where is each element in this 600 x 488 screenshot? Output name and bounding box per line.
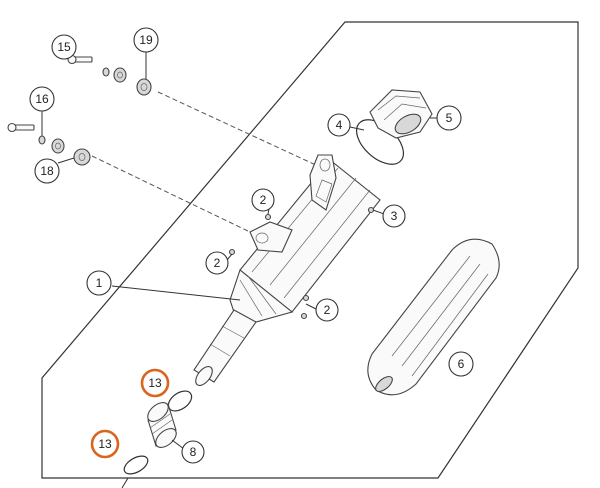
grommet-16 [51,138,65,154]
spacer-18 [73,148,91,166]
mount-hardware-upper [67,54,152,96]
screw-2-right-a [302,294,310,302]
assembly-boundary [41,21,579,479]
bolt-15 [73,56,93,63]
callout-15: 15 [51,34,77,60]
screw-2-left [228,248,236,256]
seal-ring-13-lower [123,455,149,475]
spacer-19 [136,78,152,96]
nut-15 [113,67,127,83]
svg-text:8: 8 [190,445,197,459]
silencer-assembly [193,154,381,386]
callout-8: 8 [181,440,205,464]
svg-text:15: 15 [57,40,71,54]
svg-text:13: 13 [98,437,112,451]
svg-text:6: 6 [458,357,465,371]
callout-13-upper: 13 [140,368,170,398]
callout-4: 4 [327,113,351,137]
callout-13-lower: 13 [90,429,120,459]
callout-19: 19 [133,27,159,53]
svg-text:4: 4 [336,118,343,132]
end-cap-5 [369,89,433,139]
svg-text:16: 16 [35,92,49,106]
alignment-line-upper [157,91,319,167]
screw-3 [367,206,375,214]
rubber-sleeve-8 [147,402,177,448]
exhaust-inlet-line [121,477,129,488]
svg-text:1: 1 [96,276,103,290]
washer-15 [102,67,110,77]
mount-hardware-lower [7,122,91,166]
callout-18: 18 [34,158,60,184]
svg-text:2: 2 [260,193,267,207]
callout-6: 6 [448,351,474,377]
svg-text:5: 5 [446,111,453,125]
callout-2-upper: 2 [251,188,275,212]
silencer-sleeve-6 [367,238,500,396]
callout-2-right: 2 [315,298,339,322]
washer-16 [38,135,46,145]
alignment-line-lower [91,155,251,233]
callout-16: 16 [29,86,55,112]
callout-3: 3 [382,204,406,228]
svg-text:3: 3 [391,209,398,223]
callout-1: 1 [86,270,112,296]
svg-text:2: 2 [324,303,331,317]
svg-text:2: 2 [214,256,221,270]
callout-2-left: 2 [205,251,229,275]
screw-2-upper [264,213,272,221]
svg-text:18: 18 [40,164,54,178]
lower-bracket [249,221,293,253]
callout-5: 5 [436,105,462,131]
bolt-16 [13,124,35,131]
screw-2-right-b [300,312,308,320]
link-pipe [193,309,257,383]
svg-text:13: 13 [148,376,162,390]
svg-text:19: 19 [139,33,153,47]
